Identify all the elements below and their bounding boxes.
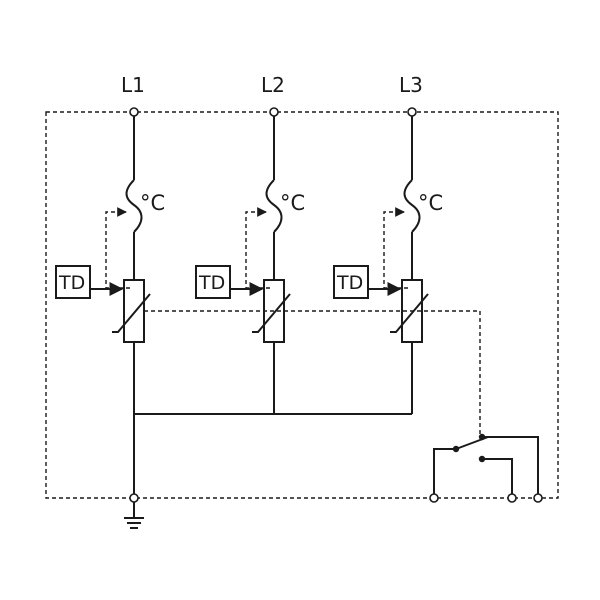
thermal-fuse-icon (265, 179, 283, 233)
terminal-icon (429, 493, 439, 503)
terminal-icon (129, 107, 139, 117)
td-label-l3: TD (336, 272, 363, 294)
temperature-label-l2: °C (280, 191, 305, 215)
thermal-fuse-icon (403, 179, 421, 233)
phase-label-l1: L1 (121, 73, 145, 97)
enclosure-outline (45, 111, 559, 499)
td-box-l3 (333, 265, 369, 299)
thermal-link-l2 (245, 207, 270, 289)
terminal-icon (533, 493, 543, 503)
thermal-link-l3 (383, 207, 408, 289)
terminal-icon (129, 493, 139, 503)
terminal-icon (407, 107, 417, 117)
phase-label-l2: L2 (261, 73, 285, 97)
varistor-icon (123, 279, 145, 343)
changeover-switch-icon (433, 433, 539, 495)
terminal-icon (269, 107, 279, 117)
temperature-label-l3: °C (418, 191, 443, 215)
terminal-icon (507, 493, 517, 503)
td-box-l2 (195, 265, 231, 299)
ground-icon (124, 502, 144, 529)
temperature-label-l1: °C (140, 191, 165, 215)
td-label-l1: TD (58, 272, 85, 294)
phase-label-l3: L3 (399, 73, 423, 97)
trip-signal-link (144, 310, 481, 436)
td-label-l2: TD (198, 272, 225, 294)
td-box-l1 (55, 265, 91, 299)
thermal-fuse-icon (125, 179, 143, 233)
thermal-link-l1 (105, 207, 130, 289)
phase-l2: L2 °C TD (195, 73, 305, 414)
phase-l1: L1 °C TD (55, 73, 165, 414)
phase-l3: L3 °C TD (333, 73, 443, 414)
